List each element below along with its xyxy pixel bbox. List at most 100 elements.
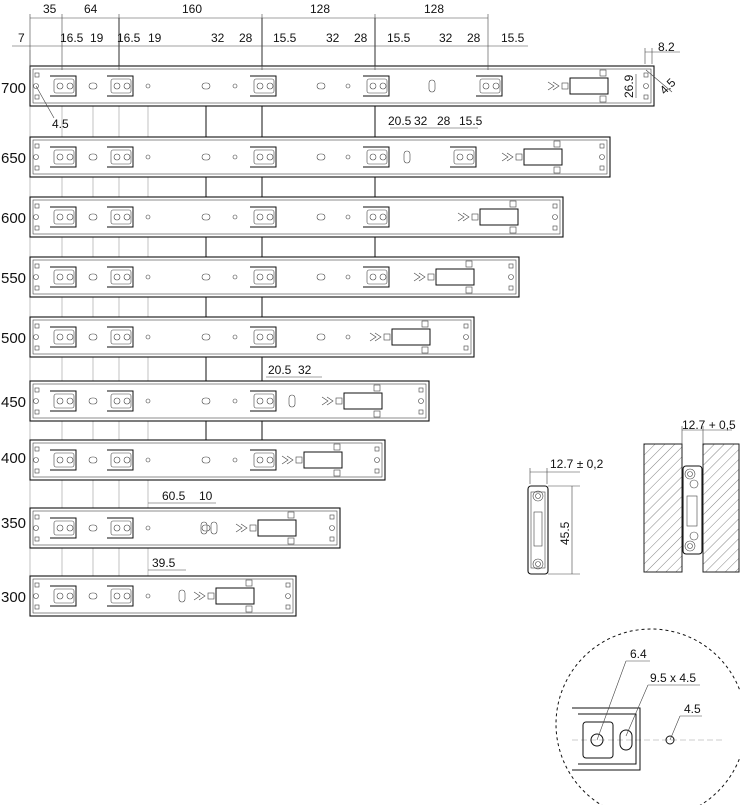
mounting-bay-inner <box>366 78 388 94</box>
rail-slot <box>88 592 98 600</box>
rail-inner-450 <box>32 383 427 419</box>
mounting-bay-inner <box>110 78 132 94</box>
dim-19-b: 19 <box>148 31 162 45</box>
rail-end-hole <box>33 334 39 340</box>
latch-clip <box>421 320 429 328</box>
rail-end-hole <box>463 345 469 351</box>
rail-hole <box>145 525 151 531</box>
rail-body-500 <box>29 316 475 358</box>
rail-inner-300 <box>32 578 294 614</box>
rail-hole <box>145 398 151 404</box>
mounting-hole <box>56 397 64 405</box>
latch-stop <box>383 333 391 341</box>
rail-body-350 <box>29 507 341 549</box>
mounting-bay <box>250 206 277 228</box>
mounting-bay <box>50 449 77 471</box>
mounting-bay <box>107 206 134 228</box>
mounting-slot <box>492 82 500 90</box>
rail-slot <box>201 456 211 464</box>
rail-450-dimensions: 20.5 32 <box>266 363 322 378</box>
dim-28-a: 28 <box>239 31 253 45</box>
mounting-bay <box>50 146 77 168</box>
latch-plate <box>215 587 255 605</box>
mounting-bay <box>107 266 134 288</box>
latch-arrow-icon <box>281 455 294 465</box>
mounting-bay-inner <box>53 78 75 94</box>
rail-end-hole <box>33 457 39 463</box>
latch-arrow-icon <box>501 152 514 162</box>
dim-15-5-c: 15.5 <box>501 31 525 45</box>
latch-arrow-icon <box>547 81 560 91</box>
latch-stop <box>515 153 523 161</box>
rail-end-hole <box>34 582 40 588</box>
mounting-bay <box>107 146 134 168</box>
rail-end-hole <box>34 446 40 452</box>
rail-end-hole <box>599 143 605 149</box>
rail-hole <box>232 334 238 340</box>
dim-32-c: 32 <box>439 31 453 45</box>
rail-end-hole <box>34 94 40 100</box>
rail-slot <box>316 213 326 221</box>
rail-slot <box>88 397 98 405</box>
rail-label-500: 500 <box>1 330 26 347</box>
profile-height-label: 45.5 <box>558 521 572 545</box>
mounting-slot <box>123 456 131 464</box>
rail-end-hole <box>34 165 40 171</box>
rail-body-400 <box>29 439 386 481</box>
rail-hole <box>232 83 238 89</box>
mounting-bay-inner <box>253 269 275 285</box>
rail-label-350: 350 <box>1 515 26 532</box>
dim-32-b: 32 <box>326 31 340 45</box>
rail-end-hole <box>329 525 335 531</box>
dim-16-5-a: 16.5 <box>60 31 84 45</box>
dim-650-32: 32 <box>414 114 428 128</box>
rail-hole <box>232 154 238 160</box>
mounting-hole <box>113 397 121 405</box>
mounting-slot <box>266 456 274 464</box>
rail-slot <box>88 213 98 221</box>
rail-end-hole <box>34 72 40 78</box>
rail-hole <box>345 83 351 89</box>
latch-arrow-icon <box>235 523 248 533</box>
mounting-hole <box>256 153 264 161</box>
mounting-bay <box>250 75 277 97</box>
mounting-slot <box>66 153 74 161</box>
detail-hole-small-label: 4.5 <box>684 702 701 716</box>
latch-clip <box>599 69 607 77</box>
mounting-bay-inner <box>479 78 501 94</box>
mounting-slot <box>266 333 274 341</box>
dim-28-b: 28 <box>354 31 368 45</box>
rail-end-hole <box>34 468 40 474</box>
rail-inner-600 <box>32 199 561 235</box>
mounting-bay <box>50 75 77 97</box>
mounting-slot <box>123 273 131 281</box>
rail-label-450: 450 <box>1 394 26 411</box>
rail-end-hole <box>33 593 39 599</box>
dim-8-2: 8.2 <box>658 40 675 54</box>
rail-vertical-slot <box>403 150 411 164</box>
mounting-hole <box>113 592 121 600</box>
rail-end-hole <box>34 604 40 610</box>
mounting-bay <box>107 390 134 412</box>
mounting-slot <box>266 213 274 221</box>
rail-label-600: 600 <box>1 210 26 227</box>
rail-hole <box>232 214 238 220</box>
mounting-hole <box>256 273 264 281</box>
latch-plate <box>435 268 475 286</box>
mounting-bay-inner <box>110 520 132 536</box>
mounting-slot <box>379 213 387 221</box>
mounting-slot <box>123 82 131 90</box>
dim-650-15-5: 15.5 <box>459 114 483 128</box>
dim-128-b: 128 <box>424 2 444 16</box>
rail-end-hole <box>329 514 335 520</box>
rail-end-hole <box>34 536 40 542</box>
gap-width-label: 12.7 + 0,5 <box>682 418 736 432</box>
mounting-hole <box>56 153 64 161</box>
installed-section-view: 12.7 + 0,5 <box>643 418 740 573</box>
rail-hole <box>345 334 351 340</box>
mounting-bay-inner <box>253 393 275 409</box>
rail-end-hole <box>374 446 380 452</box>
mounting-slot <box>123 333 131 341</box>
mounting-bay <box>50 206 77 228</box>
mounting-bay-inner <box>53 269 75 285</box>
